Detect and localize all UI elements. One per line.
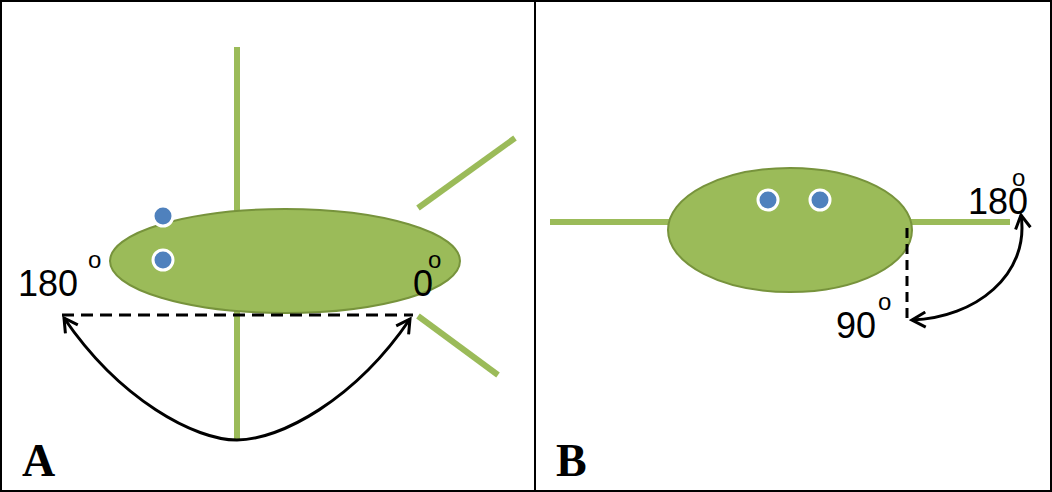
panel-divider [534,0,536,492]
angle-label: 180 [18,266,78,302]
cell-b [550,168,1022,320]
degree-mark: o [1012,166,1025,190]
degree-mark: o [878,290,891,314]
degree-mark: o [88,248,101,272]
degree-mark: o [428,248,441,272]
panel-letter: B [556,438,587,484]
angle-label: 90 [836,308,876,344]
panel-letter: A [22,438,55,484]
cell-a [62,47,515,440]
